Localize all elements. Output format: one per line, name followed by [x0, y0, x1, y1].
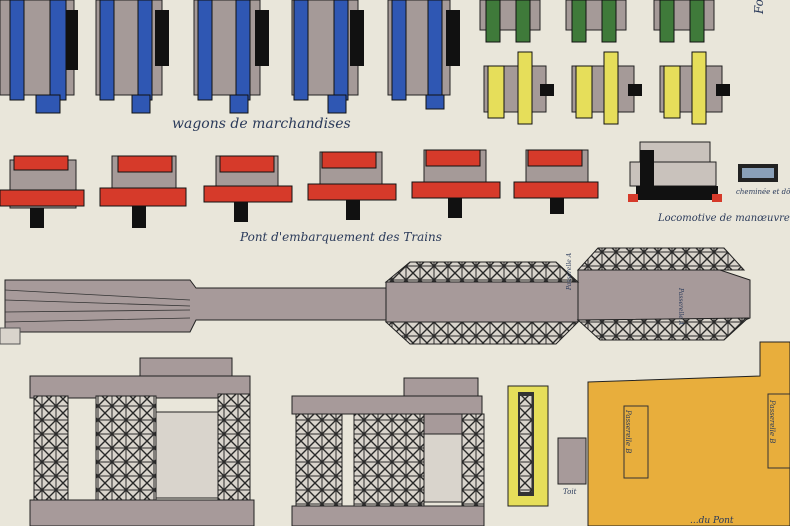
yellow-wagons [483, 51, 730, 125]
yellow-cutout [507, 385, 549, 507]
chimney-domes-label: cheminée et dômes [736, 188, 790, 196]
bridge-truss-top [384, 247, 746, 283]
tower-structure-left [29, 357, 255, 526]
wagons-label: wagons de marchandises [172, 116, 351, 132]
red-wagon-1 [0, 155, 85, 228]
bridge-part-label: ...du Pont [690, 516, 734, 526]
roof-cutout [557, 437, 587, 485]
fourgon-label: Fourg [752, 0, 766, 14]
locomotive-cutout [628, 141, 722, 202]
passerelle-b-label-2: Passerelle B [768, 400, 776, 444]
bridge-truss-bottom [384, 317, 750, 345]
blue-wagon-2 [95, 0, 169, 114]
red-wagon-3 [203, 155, 293, 222]
blue-wagons [0, 0, 460, 114]
passerelle-a-label-2: Passerelle A [566, 252, 573, 290]
red-wagons [0, 149, 599, 228]
blue-wagon-1 [0, 0, 78, 114]
blue-wagon-3 [193, 0, 269, 114]
bridge-deck [0, 269, 751, 345]
red-wagon-4 [307, 151, 397, 220]
blue-wagon-4 [291, 0, 364, 114]
roof-label: Toit [563, 488, 577, 496]
passerelle-b-label: Passerelle B [624, 410, 632, 454]
red-wagon-6 [513, 149, 599, 214]
blue-wagon-5 [387, 0, 460, 110]
chimney-domes-cutout [738, 164, 778, 182]
locomotive-label: Locomotive de manœuvre [658, 213, 790, 224]
passerelle-a-label: Passerelle A [677, 288, 684, 326]
green-wagons [479, 0, 715, 43]
orange-cutout [587, 341, 790, 526]
red-wagon-5 [411, 149, 501, 218]
bridge-label: Pont d'embarquement des Trains [240, 230, 442, 244]
red-wagon-2 [99, 155, 187, 228]
tower-structure-middle [291, 377, 485, 526]
